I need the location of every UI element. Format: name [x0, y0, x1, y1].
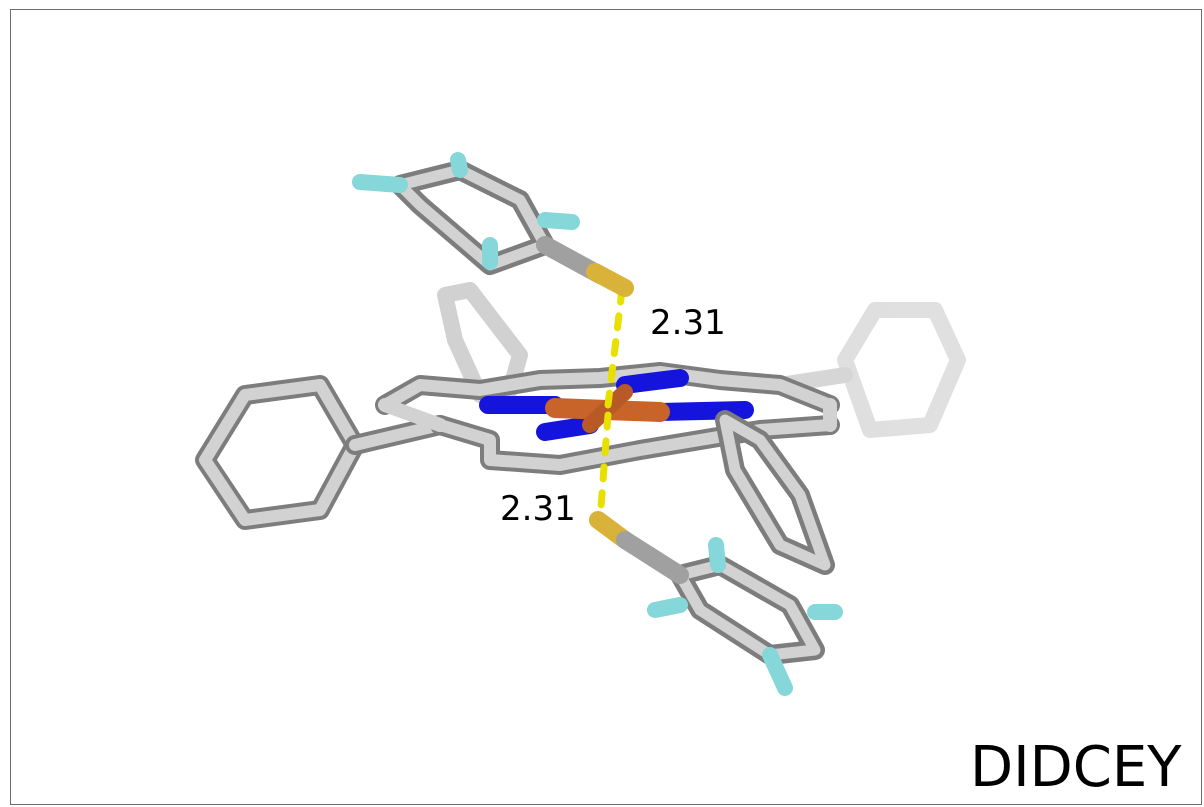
distance-label-bottom: 2.31	[500, 489, 576, 529]
distance-line-top	[604, 286, 626, 409]
distance-line-bottom	[596, 411, 612, 524]
phenyl-ring-left	[195, 375, 450, 530]
structure-code: DIDCEY	[970, 735, 1182, 800]
metal-center	[545, 384, 670, 433]
phenyl-ring-right	[772, 302, 966, 438]
thiolate-ligand-top	[352, 152, 634, 297]
phenyl-ring-front	[715, 410, 835, 575]
thiolate-ligand-bottom	[589, 511, 843, 696]
distance-label-top: 2.31	[650, 303, 726, 343]
